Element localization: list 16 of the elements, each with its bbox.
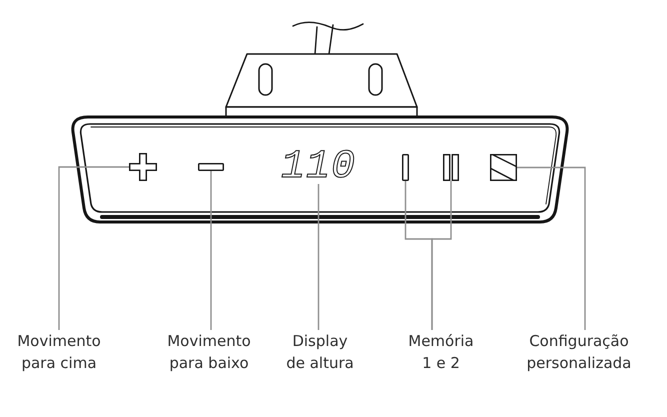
bar-icon xyxy=(402,154,409,181)
leader-line xyxy=(318,184,320,330)
part-label: Movimento para cima xyxy=(16,330,102,374)
part-label: Configuração personalizada xyxy=(526,330,632,374)
leader-line xyxy=(210,171,212,330)
double-bar-icon xyxy=(443,154,459,181)
leader-line xyxy=(517,166,586,330)
leader-line xyxy=(431,181,452,330)
leader-line xyxy=(58,166,129,330)
part-label: Movimento para baixo xyxy=(166,330,252,374)
plus-icon xyxy=(129,153,157,181)
part-label: Display de altura xyxy=(286,330,354,374)
part-label: Memória 1 e 2 xyxy=(408,330,474,374)
striped-square-icon xyxy=(490,154,517,181)
minus-icon xyxy=(198,163,224,171)
height-display: 110 xyxy=(281,152,356,184)
